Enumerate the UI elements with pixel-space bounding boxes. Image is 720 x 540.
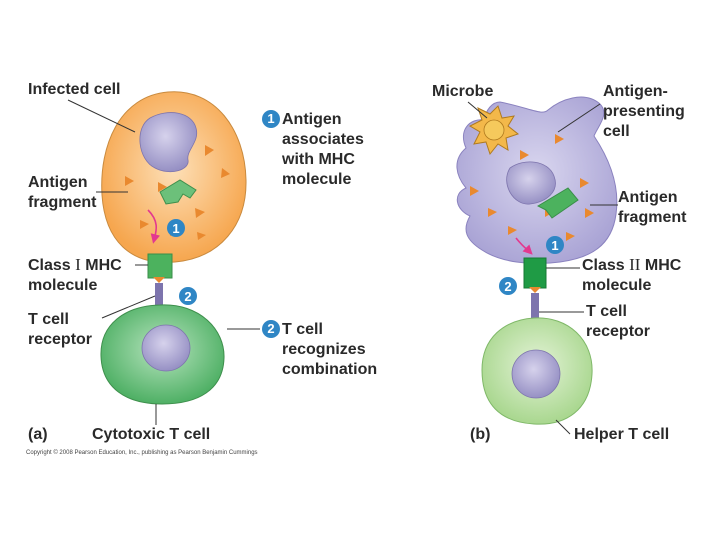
label-t-cell-receptor-b-line1: T cell [586, 303, 627, 320]
t-cell-receptor-stalk-b [531, 293, 539, 319]
label-antigen-fragment-b-line2: fragment [618, 209, 687, 226]
step-2-line2: recognizes [282, 341, 366, 358]
infected-cell [101, 91, 247, 263]
step-1-line1: Antigen [282, 111, 342, 128]
leader-lines-a [67, 99, 157, 425]
step-1-number: 1 [262, 110, 280, 128]
label-class-ii-molecule: molecule [582, 277, 652, 294]
label-cytotoxic-t-cell: Cytotoxic T cell [92, 426, 211, 443]
svg-text:2: 2 [184, 289, 191, 304]
label-class-ii-prefix: Class [582, 257, 630, 274]
label-antigen-presenting-cell: Antigen- presenting cell [603, 82, 685, 142]
step-1-line2: associates [282, 131, 364, 148]
label-class-i-mhc: Class I MHC molecule [28, 255, 122, 296]
infected-cell-nucleus [139, 112, 198, 173]
label-apc-line1: Antigen- [603, 83, 668, 100]
mhc-class-ii [523, 257, 547, 289]
transport-arrow-b [515, 237, 533, 255]
step-2-line1: T cell [282, 321, 323, 338]
label-class-i-molecule: molecule [28, 277, 98, 294]
antigen-processing-structure-a [159, 179, 197, 205]
step-2-line3: combination [282, 361, 378, 378]
leader-lines-b [467, 101, 618, 435]
svg-text:1: 1 [172, 221, 179, 236]
step-1-line4: molecule [282, 171, 352, 188]
label-antigen-fragment-b-line1: Antigen [618, 189, 678, 206]
svg-text:1: 1 [551, 238, 558, 253]
microbe [468, 105, 520, 156]
label-infected-cell: Infected cell [28, 81, 121, 98]
antigen-processing-structure-b [536, 187, 579, 219]
copyright-notice: Copyright © 2008 Pearson Education, Inc.… [26, 450, 258, 456]
mhc-class-i [147, 253, 173, 279]
cytotoxic-t-cell-nucleus [141, 324, 191, 372]
label-class-ii-roman: II [629, 255, 641, 274]
marker-2-a: 2 [179, 287, 197, 305]
label-microbe: Microbe [432, 83, 494, 100]
label-t-cell-receptor-a-line1: T cell [28, 311, 69, 328]
label-antigen-fragment-b: Antigen fragment [618, 188, 686, 228]
label-class-ii-suffix: MHC [640, 257, 682, 274]
marker-1-b: 1 [546, 236, 564, 254]
label-t-cell-receptor-b: T cell receptor [586, 302, 650, 342]
transport-arrow-a [147, 209, 161, 244]
label-class-i-suffix: MHC [80, 257, 122, 274]
marker-1-a: 1 [167, 219, 185, 237]
label-t-cell-receptor-a-line2: receptor [28, 331, 93, 348]
svg-text:2: 2 [504, 279, 511, 294]
t-cell-receptor-stalk-a [155, 283, 163, 307]
mhc-bound-antigen-a [153, 277, 165, 283]
helper-t-cell-nucleus [511, 349, 561, 399]
label-class-i-prefix: Class [28, 257, 76, 274]
label-apc-line2: presenting [603, 103, 685, 120]
label-antigen-fragment-a: Antigen fragment [28, 173, 96, 213]
apc-nucleus [506, 161, 556, 205]
label-helper-t-cell: Helper T cell [574, 426, 670, 443]
step-2-number: 2 [262, 320, 280, 338]
label-class-i-roman: I [75, 255, 81, 274]
label-t-cell-receptor-b-line2: receptor [586, 323, 651, 340]
label-class-ii-mhc: Class II MHC molecule [582, 255, 681, 296]
label-apc-line3: cell [603, 123, 630, 140]
label-antigen-fragment-a-line2: fragment [28, 194, 97, 211]
mhc-bound-antigen-b [529, 287, 541, 293]
step-1-line3: with MHC [282, 151, 355, 168]
panel-b-letter: (b) [470, 426, 491, 443]
label-t-cell-receptor-a: T cell receptor [28, 310, 92, 350]
panel-a-letter: (a) [28, 426, 48, 443]
label-antigen-fragment-a-line1: Antigen [28, 174, 88, 191]
marker-2-b: 2 [499, 277, 517, 295]
